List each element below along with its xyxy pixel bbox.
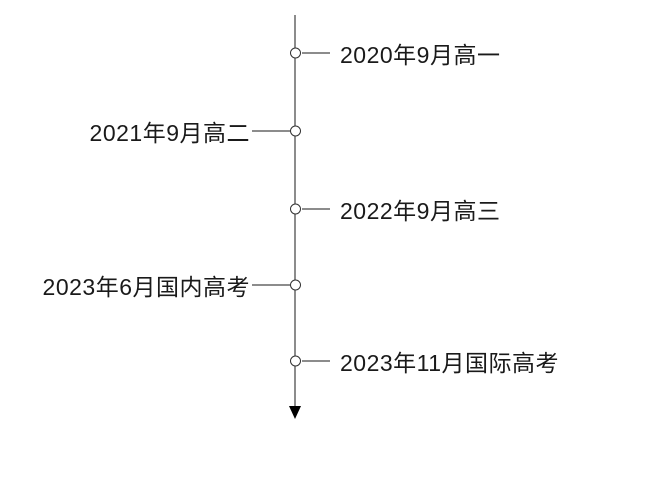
- timeline-node-circle: [290, 355, 301, 367]
- timeline-node-circle: [290, 125, 301, 137]
- event-label: 2023年11月国际高考: [340, 350, 560, 376]
- timeline-node-circle: [290, 279, 301, 291]
- arrow-down-icon: [289, 406, 301, 419]
- connector-line: [302, 52, 330, 54]
- event-label: 2021年9月高二: [89, 120, 250, 146]
- connector-line: [302, 360, 330, 362]
- connector-line: [252, 284, 290, 286]
- event-label: 2023年6月国内高考: [42, 274, 250, 300]
- connector-line: [252, 130, 290, 132]
- connector-line: [302, 208, 330, 210]
- timeline-node-circle: [290, 203, 301, 215]
- timeline-node-circle: [290, 47, 301, 59]
- event-label: 2022年9月高三: [340, 198, 501, 224]
- event-label: 2020年9月高一: [340, 42, 501, 68]
